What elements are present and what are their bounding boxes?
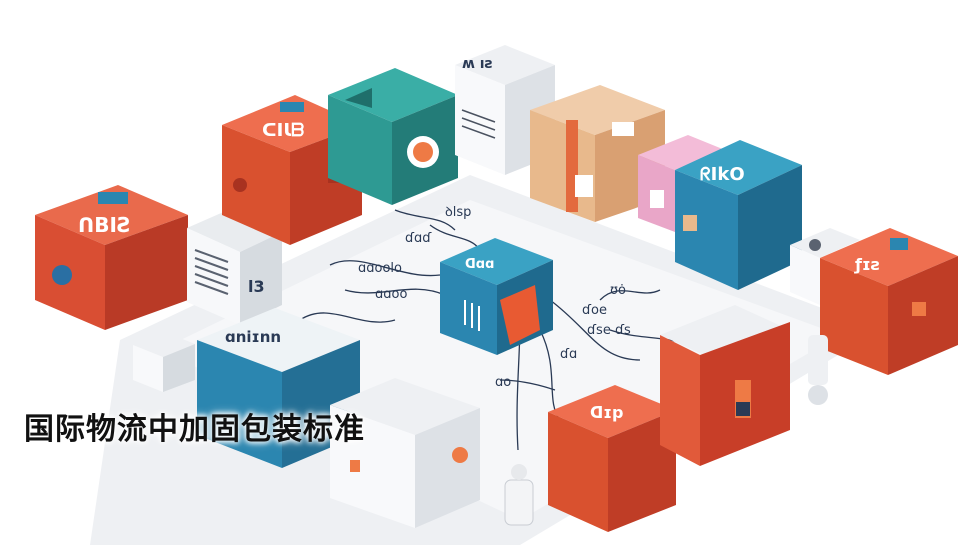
svg-text:ɑɑoo: ɑɑoo — [375, 287, 407, 302]
blue-box-right: ᖇIkO — [675, 140, 802, 290]
svg-text:ᗡɪp: ᗡɪp — [590, 403, 623, 422]
caption-title: 国际物流中加固包装标准 — [24, 412, 365, 447]
white-box-right-small — [790, 228, 860, 305]
worker-figure-right — [808, 335, 828, 405]
pink-box — [638, 135, 725, 232]
svg-text:ƒɪƨ: ƒɪƨ — [854, 255, 880, 274]
blue-box-center: ᗡɑɑ — [440, 238, 553, 355]
white-box-left: l3 — [187, 210, 282, 325]
svg-text:ʍ ıƨ: ʍ ıƨ — [462, 56, 493, 72]
svg-text:ɗɑ: ɗɑ — [560, 347, 577, 362]
svg-text:ᗡɑɑ: ᗡɑɑ — [465, 257, 494, 272]
red-box-right: ƒɪƨ — [820, 228, 958, 375]
svg-text:ᑕIƖᗷ: ᑕIƖᗷ — [262, 120, 304, 141]
red-box-left: ᑎBIƧ — [35, 185, 188, 330]
svg-text:ɗse ɗs: ɗse ɗs — [587, 323, 631, 338]
svg-text:ᑎBIƧ: ᑎBIƧ — [78, 213, 131, 237]
white-box-small-left — [133, 332, 195, 392]
teal-box — [328, 68, 458, 205]
svg-text:ᖇIkO: ᖇIkO — [700, 164, 745, 185]
teal-box-front: ɑniɪnn — [197, 308, 360, 468]
svg-text:ꝺlsp: ꝺlsp — [445, 205, 471, 220]
red-box-front: ᗡɪp — [548, 385, 676, 532]
svg-text:ɗoe: ɗoe — [582, 303, 607, 318]
white-box-front — [330, 378, 480, 528]
worker-figure — [504, 464, 534, 526]
red-box-right-middle — [660, 305, 790, 466]
svg-text:ɑo: ɑo — [495, 375, 511, 390]
svg-text:ɑniɪnn: ɑniɪnn — [225, 328, 281, 346]
svg-text:l3: l3 — [248, 277, 265, 296]
svg-text:ɑɑoolo: ɑɑoolo — [358, 261, 402, 276]
svg-text:ɗɑɗ: ɗɑɗ — [405, 231, 432, 246]
svg-text:ʊȯ: ʊȯ — [610, 283, 626, 298]
